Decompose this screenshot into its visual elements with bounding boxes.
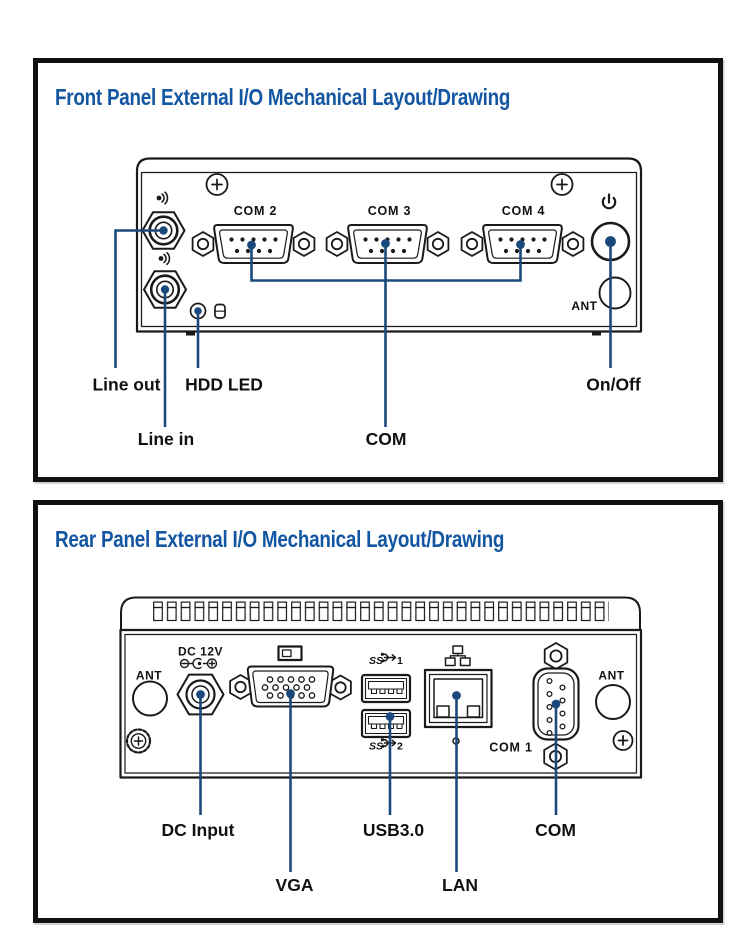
label-lan: LAN <box>442 875 478 895</box>
front-panel-drawing: COM 2 COM 3 COM 4 ANT <box>92 157 643 449</box>
rear-panel-drawing: ANT DC 12V <box>119 596 643 895</box>
label-vga: VGA <box>276 875 314 895</box>
dc-jack: DC 12V <box>176 645 225 716</box>
com2-port: COM 2 <box>193 204 315 263</box>
usb2-num-label: 2 <box>397 741 403 753</box>
label-com-front: COM <box>366 429 407 449</box>
label-usb3: USB3.0 <box>363 820 425 840</box>
label-line-out: Line out <box>92 375 160 395</box>
dc-polarity-icon <box>179 657 218 670</box>
com4-port: COM 4 <box>462 204 584 263</box>
com2-label: COM 2 <box>234 204 278 218</box>
dc-label: DC 12V <box>178 645 223 659</box>
rear-panel-title: Rear Panel External I/O Mechanical Layou… <box>55 526 505 552</box>
label-dc-input: DC Input <box>162 820 235 840</box>
front-callout-lines <box>114 226 616 427</box>
gear-screw-icon <box>125 728 152 754</box>
usb2-ss-label: SS <box>369 741 383 753</box>
rear-callout-lines <box>196 689 561 872</box>
lan-network-icon <box>444 645 471 667</box>
label-hdd-led: HDD LED <box>185 375 263 395</box>
usb-port-2 <box>360 708 412 739</box>
label-on-off: On/Off <box>586 375 641 395</box>
hdd-disk-icon <box>214 303 226 319</box>
label-line-in: Line in <box>138 429 194 449</box>
ant-hole-rear-right <box>595 684 631 720</box>
com1-label: COM 1 <box>489 741 533 755</box>
ant-label-rear-right: ANT <box>598 669 624 683</box>
ant-hole-front <box>598 276 632 310</box>
usb-superspeed-icon: SS 1 <box>369 652 403 667</box>
ant-label-front: ANT <box>571 299 597 313</box>
lan-port <box>423 645 493 745</box>
usb-superspeed-icon: SS 2 <box>369 737 403 753</box>
vga-port <box>229 645 352 708</box>
vent-grille <box>153 601 609 622</box>
power-icon <box>601 193 617 210</box>
vga-monitor-icon <box>277 645 303 662</box>
com3-label: COM 3 <box>368 204 412 218</box>
usb1-ss-label: SS <box>369 655 383 667</box>
usb-port-1 <box>360 673 412 704</box>
ant-hole-rear-left <box>132 680 168 717</box>
ant-label-rear-left: ANT <box>136 669 162 683</box>
com4-label: COM 4 <box>502 204 546 218</box>
front-panel-title: Front Panel External I/O Mechanical Layo… <box>55 84 511 110</box>
usb1-num-label: 1 <box>397 655 403 667</box>
phillips-screw-icon <box>612 730 634 751</box>
label-com-rear: COM <box>535 820 576 840</box>
com3-port: COM 3 <box>327 204 449 263</box>
